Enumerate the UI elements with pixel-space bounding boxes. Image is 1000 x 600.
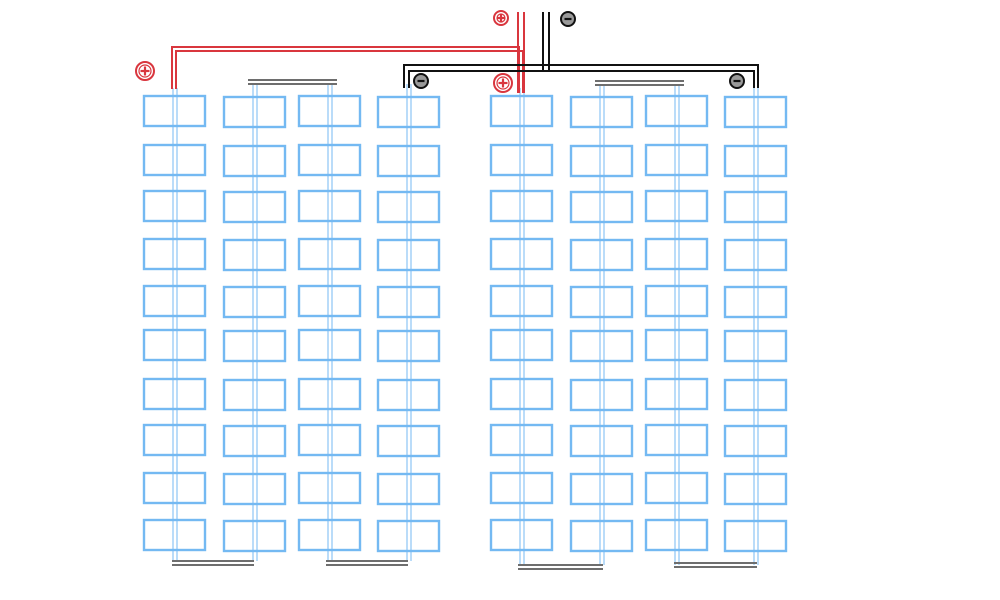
solar-panel xyxy=(142,237,207,271)
solar-panel xyxy=(376,95,441,129)
jumper-wires xyxy=(172,79,757,570)
solar-panel xyxy=(569,190,634,224)
solar-panel xyxy=(222,190,287,224)
plus-circle-icon xyxy=(493,73,513,93)
solar-panel xyxy=(297,328,362,362)
solar-panel xyxy=(569,329,634,363)
minus-circle-icon xyxy=(560,11,576,27)
solar-panel xyxy=(222,144,287,178)
solar-panel xyxy=(489,189,554,223)
plus-circle-icon xyxy=(493,10,509,26)
solar-panel xyxy=(142,423,207,457)
terminals xyxy=(135,10,745,93)
solar-panel xyxy=(489,143,554,177)
solar-panel xyxy=(376,144,441,178)
plus-circle-icon xyxy=(135,61,155,81)
solar-panel xyxy=(142,189,207,223)
solar-panel xyxy=(142,377,207,411)
solar-panel xyxy=(569,519,634,553)
solar-panel xyxy=(723,424,788,458)
negative-wire xyxy=(408,70,755,88)
solar-panel xyxy=(222,519,287,553)
solar-panel xyxy=(297,189,362,223)
solar-panel xyxy=(376,472,441,506)
solar-panel xyxy=(569,424,634,458)
solar-panel xyxy=(489,94,554,128)
solar-panel xyxy=(723,144,788,178)
solar-panel xyxy=(376,329,441,363)
solar-panel xyxy=(222,424,287,458)
solar-panel xyxy=(222,285,287,319)
minus-circle-icon xyxy=(729,73,745,89)
solar-panel xyxy=(569,238,634,272)
negative-wire xyxy=(403,64,759,88)
solar-panel xyxy=(723,238,788,272)
solar-panel xyxy=(489,423,554,457)
solar-panel xyxy=(142,518,207,552)
solar-panel xyxy=(222,329,287,363)
solar-panel xyxy=(723,519,788,553)
solar-panel xyxy=(222,238,287,272)
solar-panel xyxy=(644,94,709,128)
solar-panel xyxy=(489,471,554,505)
solar-panel xyxy=(376,378,441,412)
solar-panel xyxy=(297,237,362,271)
solar-panel xyxy=(376,285,441,319)
solar-panel xyxy=(644,143,709,177)
solar-panel xyxy=(644,237,709,271)
solar-panel xyxy=(723,472,788,506)
solar-panel xyxy=(376,238,441,272)
solar-panel xyxy=(376,424,441,458)
solar-panel xyxy=(222,378,287,412)
solar-panel xyxy=(489,237,554,271)
solar-panel xyxy=(297,423,362,457)
solar-panel xyxy=(376,190,441,224)
minus-circle-icon xyxy=(413,73,429,89)
solar-panel xyxy=(644,377,709,411)
solar-panel xyxy=(297,94,362,128)
solar-panel xyxy=(489,284,554,318)
solar-panel xyxy=(723,378,788,412)
solar-panel xyxy=(489,377,554,411)
solar-panel xyxy=(569,472,634,506)
solar-panel xyxy=(222,472,287,506)
solar-panel xyxy=(644,423,709,457)
solar-panel xyxy=(297,518,362,552)
solar-panel xyxy=(376,519,441,553)
solar-panel xyxy=(222,95,287,129)
solar-panel xyxy=(644,189,709,223)
solar-panel xyxy=(723,190,788,224)
solar-panel xyxy=(142,328,207,362)
solar-panel xyxy=(489,328,554,362)
solar-panel xyxy=(297,284,362,318)
solar-panel xyxy=(723,329,788,363)
solar-panel xyxy=(644,328,709,362)
negative-wires xyxy=(403,12,759,88)
solar-panel xyxy=(723,285,788,319)
solar-panel xyxy=(297,377,362,411)
solar-panel xyxy=(569,378,634,412)
solar-panel xyxy=(644,518,709,552)
solar-panel xyxy=(569,285,634,319)
positive-wires xyxy=(171,12,525,93)
solar-panel xyxy=(489,518,554,552)
solar-panel xyxy=(644,471,709,505)
solar-panel xyxy=(569,95,634,129)
solar-panel xyxy=(142,94,207,128)
solar-panel xyxy=(297,471,362,505)
solar-panel xyxy=(297,143,362,177)
panel-grid xyxy=(142,84,788,565)
solar-panel xyxy=(142,284,207,318)
solar-panel xyxy=(569,144,634,178)
solar-panel xyxy=(142,471,207,505)
solar-panel xyxy=(723,95,788,129)
solar-panel xyxy=(644,284,709,318)
solar-panel xyxy=(142,143,207,177)
